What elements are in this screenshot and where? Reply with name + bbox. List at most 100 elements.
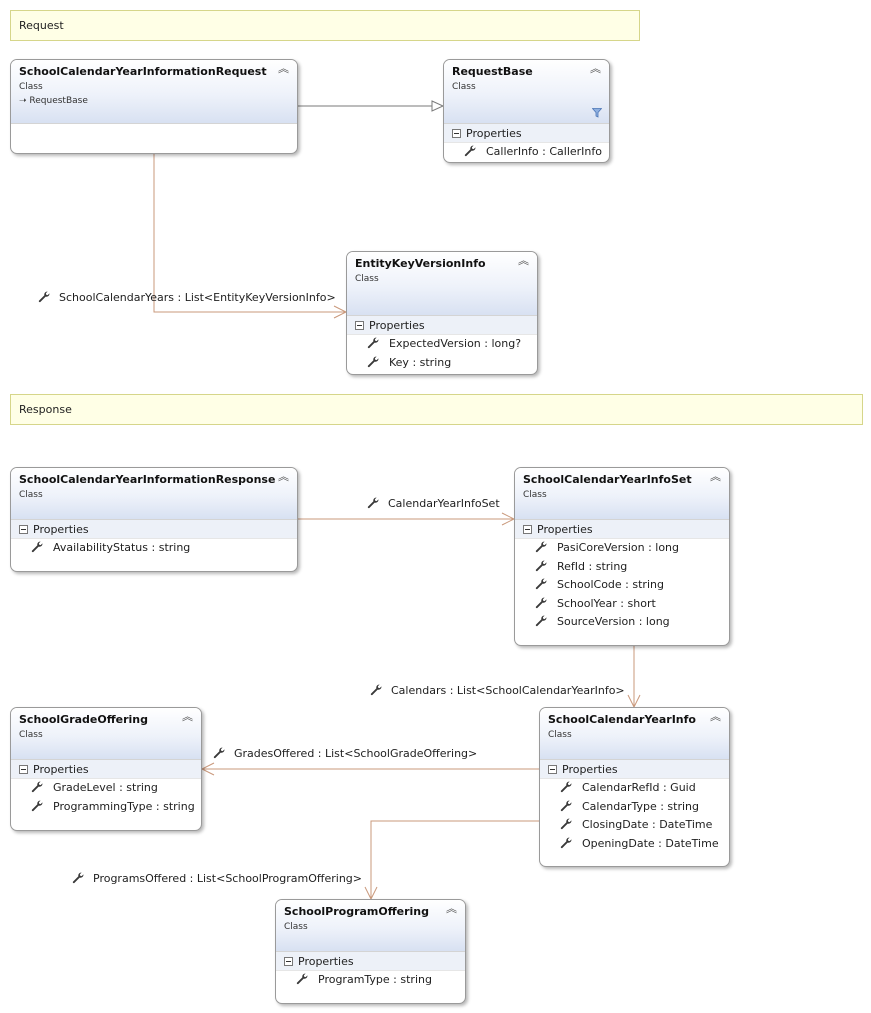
wrench-icon xyxy=(296,973,308,985)
property-row[interactable]: SourceVersion : long xyxy=(515,613,729,632)
association-text: GradesOffered : List<SchoolGradeOffering… xyxy=(234,747,478,760)
class-header: SchoolCalendarYearInformationResponse Cl… xyxy=(11,468,297,520)
property-row[interactable]: ClosingDate : DateTime xyxy=(540,816,729,835)
collapse-chevron-icon[interactable]: ︽ xyxy=(278,62,289,75)
minus-box-icon[interactable] xyxy=(452,129,461,138)
property-label: OpeningDate : DateTime xyxy=(582,836,719,850)
class-kind: Class xyxy=(355,274,379,284)
class-name: EntityKeyVersionInfo xyxy=(355,257,486,270)
minus-box-icon[interactable] xyxy=(523,525,532,534)
class-header: SchoolCalendarYearInfoSet Class ︽ xyxy=(515,468,729,520)
collapse-chevron-icon[interactable]: ︽ xyxy=(710,470,721,483)
properties-compartment-header[interactable]: Properties xyxy=(540,760,729,779)
compartment-label: Properties xyxy=(466,127,522,140)
properties-compartment-header[interactable]: Properties xyxy=(11,760,201,779)
wrench-icon xyxy=(535,615,547,627)
class-name: SchoolCalendarYearInformationResponse xyxy=(19,473,276,486)
wrench-icon xyxy=(535,541,547,553)
compartment-label: Properties xyxy=(537,523,593,536)
minus-box-icon[interactable] xyxy=(548,765,557,774)
properties-compartment-header[interactable]: Properties xyxy=(347,316,537,335)
property-row[interactable]: CalendarRefId : Guid xyxy=(540,779,729,798)
class-school-program-offering[interactable]: SchoolProgramOffering Class ︽ Properties… xyxy=(275,899,466,1004)
association-label-calendars[interactable]: Calendars : List<SchoolCalendarYearInfo> xyxy=(370,684,625,697)
property-row[interactable]: RefId : string xyxy=(515,558,729,577)
collapse-chevron-icon[interactable]: ︽ xyxy=(518,254,529,267)
class-header: SchoolProgramOffering Class ︽ xyxy=(276,900,465,952)
property-row[interactable]: CallerInfo : CallerInfo xyxy=(444,143,609,162)
properties-compartment-header[interactable]: Properties xyxy=(276,952,465,971)
association-text: Calendars : List<SchoolCalendarYearInfo> xyxy=(391,684,625,697)
grades-offered-connector[interactable] xyxy=(200,762,539,776)
property-row[interactable]: SchoolCode : string xyxy=(515,576,729,595)
wrench-icon xyxy=(560,837,572,849)
wrench-icon xyxy=(213,747,225,759)
minus-box-icon[interactable] xyxy=(284,957,293,966)
wrench-icon xyxy=(38,291,50,303)
class-name: SchoolProgramOffering xyxy=(284,905,430,918)
class-school-calendar-year-info[interactable]: SchoolCalendarYearInfo Class ︽ Propertie… xyxy=(539,707,730,867)
base-class-name: RequestBase xyxy=(29,96,88,106)
class-school-calendar-year-information-request[interactable]: SchoolCalendarYearInformationRequest Cla… xyxy=(10,59,298,154)
property-row[interactable]: ProgramType : string xyxy=(276,971,465,990)
class-header: RequestBase Class ︽ xyxy=(444,60,609,124)
property-row[interactable]: OpeningDate : DateTime xyxy=(540,835,729,854)
section-response-label: Response xyxy=(19,403,72,416)
class-kind: Class xyxy=(19,490,43,500)
class-header: SchoolCalendarYearInfo Class ︽ xyxy=(540,708,729,760)
association-text: SchoolCalendarYears : List<EntityKeyVers… xyxy=(59,291,336,304)
properties-compartment-header[interactable]: Properties xyxy=(11,520,297,539)
compartment-label: Properties xyxy=(33,523,89,536)
wrench-icon xyxy=(367,356,379,368)
collapse-chevron-icon[interactable]: ︽ xyxy=(710,710,721,723)
collapse-chevron-icon[interactable]: ︽ xyxy=(590,62,601,75)
calendars-connector[interactable] xyxy=(627,646,641,709)
class-kind: Class xyxy=(19,82,43,92)
property-row[interactable]: Key : string xyxy=(347,354,537,373)
wrench-icon xyxy=(464,145,476,157)
collapse-chevron-icon[interactable]: ︽ xyxy=(446,902,457,915)
wrench-icon xyxy=(535,597,547,609)
property-row[interactable]: AvailabilityStatus : string xyxy=(11,539,297,558)
class-school-grade-offering[interactable]: SchoolGradeOffering Class ︽ Properties G… xyxy=(10,707,202,831)
collapse-chevron-icon[interactable]: ︽ xyxy=(278,470,289,483)
class-request-base[interactable]: RequestBase Class ︽ Properties CallerInf… xyxy=(443,59,610,163)
collapse-chevron-icon[interactable]: ︽ xyxy=(182,710,193,723)
base-class-line: ➝ RequestBase xyxy=(19,96,297,106)
property-row[interactable]: PasiCoreVersion : long xyxy=(515,539,729,558)
inheritance-connector[interactable] xyxy=(298,100,445,112)
property-row[interactable]: GradeLevel : string xyxy=(11,779,201,798)
association-label-grades-offered[interactable]: GradesOffered : List<SchoolGradeOffering… xyxy=(213,747,477,760)
class-name: SchoolCalendarYearInformationRequest xyxy=(19,65,267,78)
wrench-icon xyxy=(367,337,379,349)
association-label-calendar-year-info-set[interactable]: CalendarYearInfoSet xyxy=(367,497,500,510)
properties-compartment-header[interactable]: Properties xyxy=(444,124,609,143)
property-label: CalendarType : string xyxy=(582,799,700,813)
class-entity-key-version-info[interactable]: EntityKeyVersionInfo Class ︽ Properties … xyxy=(346,251,538,375)
property-row[interactable]: SchoolYear : short xyxy=(515,595,729,614)
minus-box-icon[interactable] xyxy=(19,765,28,774)
class-school-calendar-year-info-set[interactable]: SchoolCalendarYearInfoSet Class ︽ Proper… xyxy=(514,467,730,646)
compartment-label: Properties xyxy=(369,319,425,332)
wrench-icon xyxy=(560,781,572,793)
association-label-school-calendar-years[interactable]: SchoolCalendarYears : List<EntityKeyVers… xyxy=(38,291,336,304)
minus-box-icon[interactable] xyxy=(19,525,28,534)
properties-compartment-header[interactable]: Properties xyxy=(515,520,729,539)
programs-offered-connector[interactable] xyxy=(364,820,539,901)
wrench-icon xyxy=(535,560,547,572)
wrench-icon xyxy=(370,684,382,696)
class-kind: Class xyxy=(523,490,547,500)
calendar-year-info-set-connector[interactable] xyxy=(298,512,516,526)
wrench-icon xyxy=(535,578,547,590)
association-label-programs-offered[interactable]: ProgramsOffered : List<SchoolProgramOffe… xyxy=(72,872,362,885)
property-row[interactable]: ProgrammingType : string xyxy=(11,798,201,817)
minus-box-icon[interactable] xyxy=(355,321,364,330)
property-row[interactable]: CalendarType : string xyxy=(540,798,729,817)
section-response: Response xyxy=(10,394,863,425)
property-row[interactable]: ExpectedVersion : long? xyxy=(347,335,537,354)
compartment-label: Properties xyxy=(33,763,89,776)
wrench-icon xyxy=(31,541,43,553)
filter-icon[interactable] xyxy=(592,108,602,118)
class-school-calendar-year-information-response[interactable]: SchoolCalendarYearInformationResponse Cl… xyxy=(10,467,298,572)
property-label: ProgrammingType : string xyxy=(53,799,195,813)
